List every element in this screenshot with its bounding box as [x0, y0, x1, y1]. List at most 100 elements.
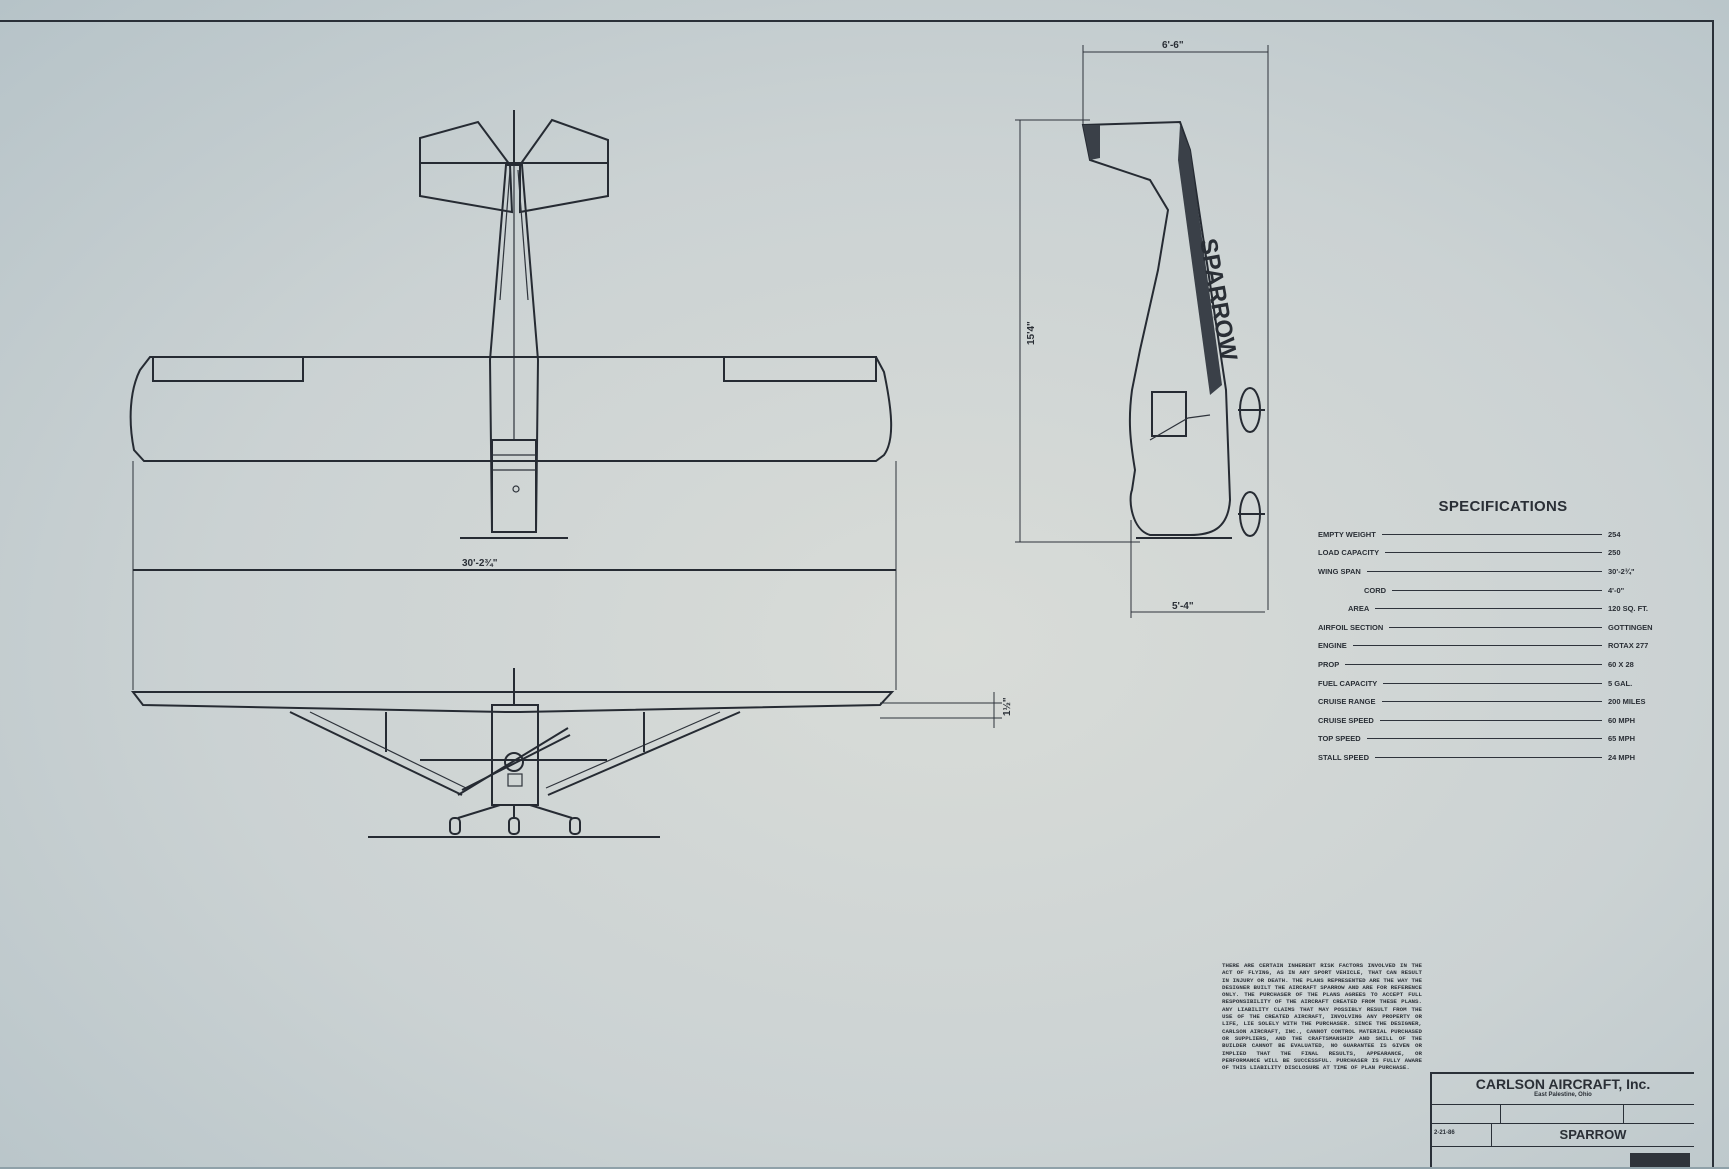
side-fuselage: [1081, 120, 1232, 536]
spec-value: ROTAX 277: [1608, 641, 1649, 651]
title-block-row: 2-21-86 SPARROW: [1432, 1124, 1694, 1147]
spec-row: EMPTY WEIGHT 254: [1318, 525, 1658, 544]
spec-value: 120 SQ. FT.: [1608, 604, 1649, 614]
spec-row: PROP 60 X 28: [1318, 655, 1658, 674]
strut-right-inner: [545, 711, 721, 789]
title-block: CARLSON AIRCRAFT, Inc. East Palestine, O…: [1430, 1072, 1694, 1167]
dihedral-dim-text: 1½": [1002, 697, 1013, 716]
spec-leader-line: [1381, 533, 1602, 535]
propeller-edge: [461, 734, 571, 791]
spec-value: 24 MPH: [1608, 752, 1636, 762]
spec-value: GOTTINGEN: [1608, 622, 1653, 632]
spec-label: FUEL CAPACITY: [1318, 678, 1378, 688]
spec-value: 5 GAL.: [1608, 678, 1633, 688]
wheel-left: [449, 817, 461, 835]
spec-leader-line: [1381, 701, 1602, 703]
title-block-cell: [1501, 1105, 1624, 1123]
front-wing: [130, 691, 895, 713]
side-stripe: [1178, 125, 1222, 395]
spec-label: ENGINE: [1318, 641, 1347, 651]
spec-row: STALL SPEED 24 MPH: [1318, 748, 1658, 767]
spec-label: AIRFOIL SECTION: [1318, 622, 1384, 632]
sheet-number-block: [1630, 1153, 1690, 1167]
wing-span-dim-text: 30'-2¾": [462, 558, 498, 569]
spec-leader-line: [1345, 663, 1602, 665]
spec-leader-line: [1374, 756, 1602, 758]
spec-value: 30'-2¾": [1608, 566, 1635, 576]
spec-leader-line: [1352, 645, 1602, 647]
wheel-right: [569, 817, 581, 835]
spec-row: LOAD CAPACITY 250: [1318, 544, 1658, 563]
spec-leader-line: [1379, 719, 1602, 721]
spec-row: ENGINE ROTAX 277: [1318, 637, 1658, 656]
company-block: CARLSON AIRCRAFT, Inc. East Palestine, O…: [1432, 1074, 1694, 1105]
company-location: East Palestine, Ohio: [1534, 1092, 1592, 1098]
spec-row: CRUISE RANGE 200 MILES: [1318, 692, 1658, 711]
specifications-title: SPECIFICATIONS: [1438, 498, 1568, 515]
side-length-text: 15'4": [1026, 321, 1037, 345]
side-tail-fill: [1083, 125, 1100, 160]
spec-leader-line: [1366, 738, 1602, 740]
stabilizer-left: [419, 120, 514, 214]
boom-line: [517, 169, 529, 301]
strut-left-inner: [309, 711, 467, 789]
aileron-left: [152, 356, 304, 382]
spec-row: CORD 4'-0": [1318, 581, 1658, 600]
wheel-nose: [508, 817, 520, 835]
spec-leader-line: [1389, 626, 1602, 628]
cockpit-box: [491, 439, 537, 533]
spec-leader-line: [1366, 570, 1602, 572]
spec-label: TOP SPEED: [1318, 734, 1361, 744]
top-view: 30'-2¾": [129, 110, 897, 690]
spec-label: EMPTY WEIGHT: [1318, 529, 1376, 539]
spec-row: WING SPAN 30'-2¾": [1318, 562, 1658, 581]
spec-value: 254: [1608, 529, 1621, 539]
company-name: CARLSON AIRCRAFT, Inc.: [1475, 1076, 1651, 1092]
spec-label: AREA: [1348, 604, 1370, 614]
spec-label: STALL SPEED: [1318, 752, 1369, 762]
gear-left: [457, 804, 501, 819]
engine-box: [507, 773, 523, 787]
spec-value: 60 X 28: [1608, 659, 1634, 669]
strut-right: [547, 711, 741, 796]
spec-label: LOAD CAPACITY: [1318, 548, 1380, 558]
spec-row: AIRFOIL SECTION GOTTINGEN: [1318, 618, 1658, 637]
sheet-border: [0, 20, 1714, 1167]
liability-disclaimer: THERE ARE CERTAIN INHERENT RISK FACTORS …: [1222, 962, 1422, 1072]
title-block-cell: [1624, 1105, 1694, 1123]
spec-value: 65 MPH: [1608, 734, 1636, 744]
boom-line: [499, 169, 511, 301]
strut-left: [289, 711, 463, 796]
spec-label: WING SPAN: [1318, 566, 1361, 576]
drawing-date: 2-21-86: [1432, 1124, 1492, 1146]
gear-right: [529, 804, 573, 819]
spec-value: 60 MPH: [1608, 715, 1636, 725]
side-window: [1151, 391, 1187, 437]
pivot-circle: [512, 485, 520, 493]
front-view: 1½": [130, 668, 1013, 838]
spec-value: 200 MILES: [1608, 697, 1646, 707]
title-block-row: [1432, 1105, 1694, 1124]
side-bottom-width-text: 5'-4": [1172, 601, 1194, 612]
spec-leader-line: [1383, 682, 1602, 684]
title-block-row: [1432, 1147, 1694, 1169]
drawing-name: SPARROW: [1559, 1127, 1627, 1142]
stabilizer-right: [519, 118, 609, 214]
spec-label: CORD: [1364, 585, 1387, 595]
spec-label: CRUISE RANGE: [1318, 697, 1376, 707]
spec-label: CRUISE SPEED: [1318, 715, 1374, 725]
title-block-cell: [1432, 1105, 1501, 1123]
spec-value: 4'-0": [1608, 585, 1625, 595]
propeller: [457, 727, 569, 796]
spec-leader-line: [1375, 608, 1602, 610]
spec-value: 250: [1608, 548, 1621, 558]
spec-label: PROP: [1318, 659, 1340, 669]
wing-planform: [129, 356, 893, 462]
side-line: [1149, 414, 1211, 441]
spec-row: FUEL CAPACITY 5 GAL.: [1318, 674, 1658, 693]
side-view: 6'-6" 15'4" 5'-4" SPARROW: [1015, 40, 1269, 618]
